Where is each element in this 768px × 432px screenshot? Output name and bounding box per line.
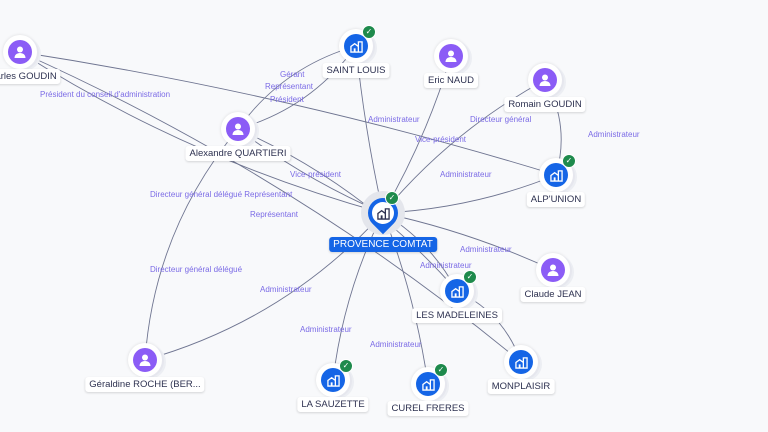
- node-bubble[interactable]: [434, 39, 468, 73]
- edge-label: Directeur général: [470, 115, 532, 124]
- node-label[interactable]: Alexandre QUARTIERI: [185, 146, 291, 161]
- node-bubble[interactable]: ✓: [411, 363, 448, 401]
- verified-check-icon: ✓: [434, 363, 448, 377]
- edge-label: Président du conseil d'administration: [40, 90, 171, 99]
- verified-check-icon: ✓: [362, 25, 376, 39]
- person-icon: [541, 258, 565, 282]
- company-icon: [321, 368, 345, 392]
- verified-check-icon: ✓: [339, 359, 353, 373]
- edge-label: Gérant: [280, 70, 305, 79]
- edge-label: Vice-président: [290, 170, 341, 179]
- edge-label: Administrateur: [460, 245, 512, 254]
- person-icon: [226, 117, 250, 141]
- verified-check-icon: ✓: [463, 270, 477, 284]
- node-bubble[interactable]: [528, 63, 562, 97]
- node-label[interactable]: Charles GOUDIN: [0, 69, 61, 84]
- node-label[interactable]: Géraldine ROCHE (BER...: [85, 377, 205, 392]
- node-label[interactable]: CUREL FRERES: [387, 401, 469, 416]
- location-pin-icon: [361, 191, 405, 235]
- edge-label: Vice-président: [415, 135, 466, 144]
- company-icon: [372, 202, 394, 224]
- company-icon: [416, 372, 440, 396]
- person-icon: [533, 68, 557, 92]
- node-label[interactable]: SAINT LOUIS: [322, 63, 390, 78]
- company-icon: [544, 163, 568, 187]
- node-label[interactable]: LES MADELEINES: [412, 308, 502, 323]
- edge-label: Administrateur: [368, 115, 420, 124]
- node-bubble[interactable]: [536, 253, 570, 287]
- edge-label: Directeur général délégué: [150, 265, 243, 274]
- node-label[interactable]: ALP'UNION: [526, 192, 586, 207]
- edge-label: Administrateur: [420, 261, 472, 270]
- company-icon: [445, 279, 469, 303]
- edge-charles-alpunion: [19, 51, 557, 176]
- node-label[interactable]: MONPLAISIR: [487, 379, 555, 394]
- edge-label: Directeur général délégué Représentant: [150, 190, 293, 199]
- node-label[interactable]: Eric NAUD: [424, 73, 478, 88]
- verified-check-icon: ✓: [562, 154, 576, 168]
- edge-geraldine-alexandre: [144, 128, 239, 361]
- node-bubble[interactable]: [221, 112, 255, 146]
- edge-label: Administrateur: [588, 130, 640, 139]
- edge-label: Président: [270, 95, 304, 104]
- person-icon: [133, 348, 157, 372]
- company-icon: [344, 34, 368, 58]
- node-bubble[interactable]: [128, 343, 162, 377]
- node-bubble[interactable]: [504, 345, 538, 379]
- node-bubble[interactable]: ✓: [361, 191, 405, 235]
- node-label[interactable]: Claude JEAN: [520, 287, 586, 302]
- verified-check-icon: ✓: [385, 191, 399, 205]
- node-bubble[interactable]: ✓: [339, 25, 376, 63]
- node-label[interactable]: LA SAUZETTE: [297, 397, 369, 412]
- edge-label: Administrateur: [300, 325, 352, 334]
- person-icon: [439, 44, 463, 68]
- node-bubble[interactable]: ✓: [440, 270, 477, 308]
- person-icon: [8, 40, 32, 64]
- node-label[interactable]: PROVENCE COMTAT: [329, 237, 437, 252]
- node-bubble[interactable]: ✓: [316, 359, 353, 397]
- node-label[interactable]: Romain GOUDIN: [504, 97, 586, 112]
- company-icon: [509, 350, 533, 374]
- edge-label: Administrateur: [260, 285, 312, 294]
- edge-alexandre-madeleines: [237, 128, 458, 292]
- node-bubble[interactable]: ✓: [539, 154, 576, 192]
- edge-label: Représentant: [250, 210, 299, 219]
- edge-romain-provence: [382, 79, 546, 214]
- edge-label: Administrateur: [440, 170, 492, 179]
- edge-label: Administrateur: [370, 340, 422, 349]
- node-bubble[interactable]: [3, 35, 37, 69]
- edge-label: Représentant: [265, 82, 314, 91]
